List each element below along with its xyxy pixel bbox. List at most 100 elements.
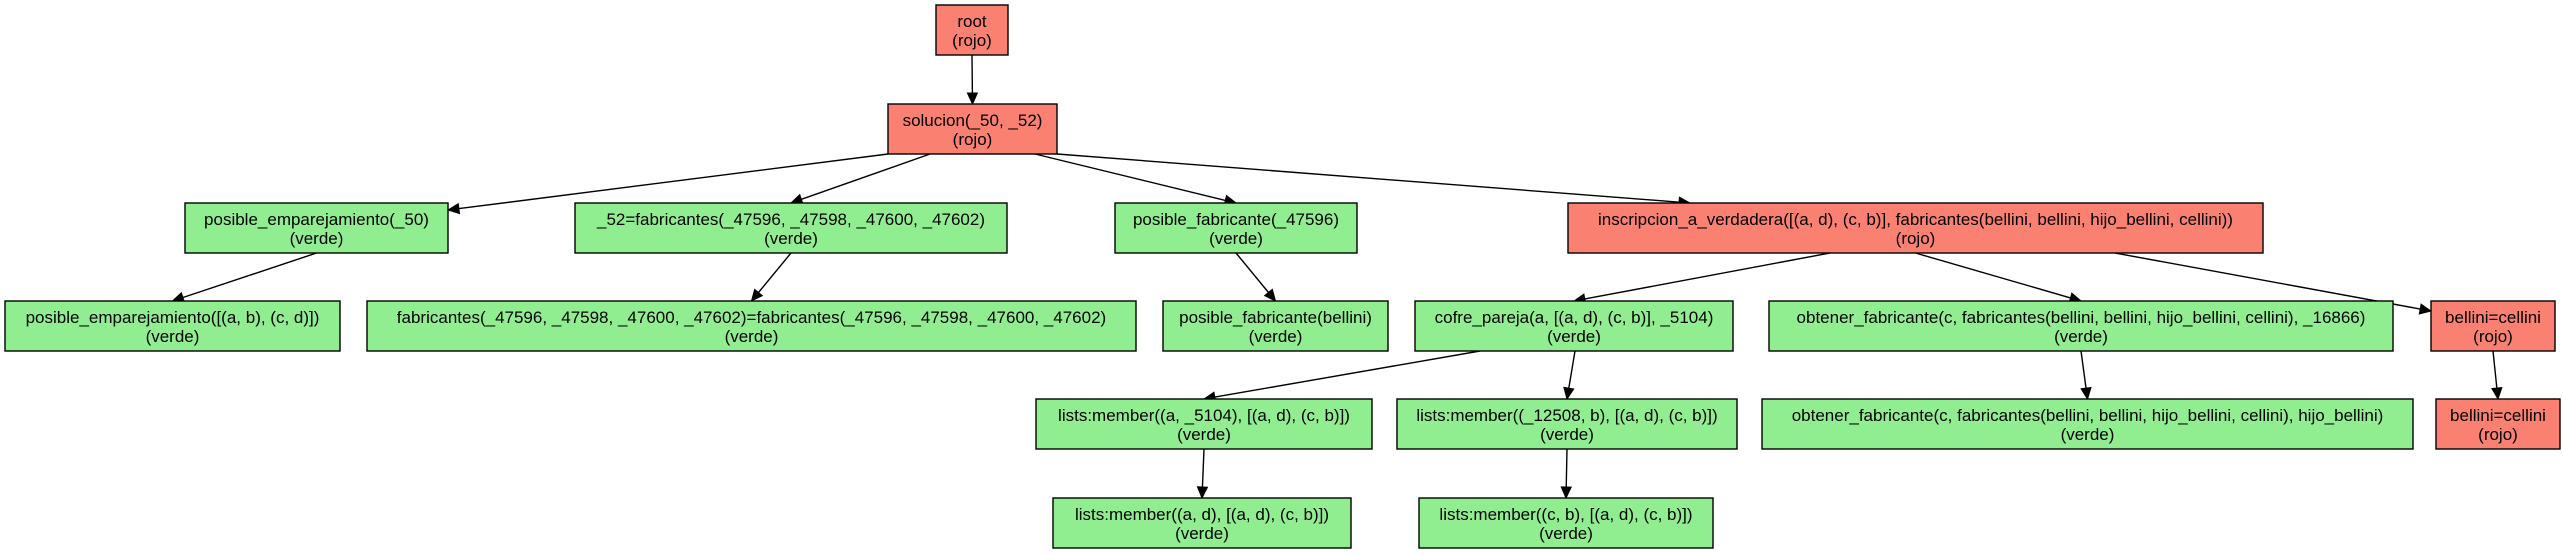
node-goal-label: bellini=cellini xyxy=(2450,406,2546,425)
node-box xyxy=(574,202,1008,254)
node-box xyxy=(1052,497,1352,549)
node-status-label: (rojo) xyxy=(1896,229,1936,248)
edge-bellini_eq_cellini_1-to-bellini_eq_cellini_2 xyxy=(2491,350,2503,401)
node-box xyxy=(1162,300,1389,352)
arrowhead-icon xyxy=(2080,386,2092,401)
node-goal-label: fabricantes(_47596, _47598, _47600, _476… xyxy=(397,308,1106,327)
node-status-label: (verde) xyxy=(2061,425,2115,444)
node-bellini_eq_cellini_1: bellini=cellini(rojo) xyxy=(2430,300,2556,352)
edge-cofre_pareja-to-member_b xyxy=(1563,350,1576,401)
node-member_ad: lists:member((a, d), [(a, d), (c, b)])(v… xyxy=(1052,497,1352,549)
edge-line xyxy=(1915,252,2071,299)
node-box xyxy=(1114,202,1358,254)
node-box xyxy=(2430,300,2556,352)
edge-line xyxy=(1565,448,1568,488)
node-box xyxy=(1768,300,2394,352)
node-goal-label: solucion(_50, _52) xyxy=(903,111,1043,130)
edge-line xyxy=(2080,350,2087,389)
edge-line xyxy=(1214,350,1481,398)
edge-line xyxy=(1568,350,1576,389)
node-member_a: lists:member((a, _5104), [(a, d), (c, b)… xyxy=(1035,398,1373,450)
node-goal-label: obtener_fabricante(c, fabricantes(bellin… xyxy=(1792,406,2384,425)
edge-root-to-solucion xyxy=(966,54,979,106)
node-goal-label: inscripcion_a_verdadera([(a, d), (c, b)]… xyxy=(1598,210,2233,229)
node-box xyxy=(184,202,449,254)
node-solucion: solucion(_50, _52)(rojo) xyxy=(887,103,1058,155)
edge-member_a-to-member_ad xyxy=(1196,448,1209,500)
node-posible_fabricante: posible_fabricante(_47596)(verde) xyxy=(1114,202,1358,254)
arrowhead-icon xyxy=(1563,386,1575,401)
node-obtener_fabricante: obtener_fabricante(c, fabricantes(bellin… xyxy=(1768,300,2394,352)
edge-inscripcion-to-cofre_pareja xyxy=(1572,252,1831,305)
node-goal-label: posible_emparejamiento([(a, b), (c, d)]) xyxy=(26,308,320,327)
edge-line xyxy=(2114,252,2421,310)
edge-eq_fabricantes-to-fabricantes_unify xyxy=(750,252,792,302)
node-goal-label: lists:member((c, b), [(a, d), (c, b)]) xyxy=(1439,505,1692,524)
arrowhead-icon xyxy=(966,92,979,106)
edge-line xyxy=(1056,153,1680,203)
node-bellini_eq_cellini_2: bellini=cellini(rojo) xyxy=(2435,398,2561,450)
node-root: root(rojo) xyxy=(935,4,1009,56)
node-status-label: (verde) xyxy=(1540,425,1594,444)
node-status-label: (verde) xyxy=(1547,327,1601,346)
node-goal-label: _52=fabricantes(_47596, _47598, _47600, … xyxy=(596,210,985,229)
edge-posible_fabricante-to-posible_fabricante_bellini xyxy=(1235,252,1277,302)
arrowhead-icon xyxy=(446,202,461,215)
node-status-label: (verde) xyxy=(290,229,344,248)
node-status-label: (verde) xyxy=(2054,327,2108,346)
node-goal-label: cofre_pareja(a, [(a, d), (c, b)], _5104) xyxy=(1435,308,1714,327)
arrowhead-icon xyxy=(1196,486,1209,500)
node-status-label: (verde) xyxy=(1249,327,1303,346)
node-goal-label: obtener_fabricante(c, fabricantes(bellin… xyxy=(1797,308,2366,327)
edge-member_b-to-member_cb xyxy=(1560,448,1573,500)
node-status-label: (verde) xyxy=(725,327,779,346)
node-posible_emparejamiento_bound: posible_emparejamiento([(a, b), (c, d)])… xyxy=(4,300,341,352)
node-status-label: (rojo) xyxy=(952,31,992,50)
arrowhead-icon xyxy=(1560,486,1573,500)
node-box xyxy=(1418,497,1714,549)
edge-solucion-to-posible_fabricante xyxy=(1034,153,1238,206)
node-member_cb: lists:member((c, b), [(a, d), (c, b)])(v… xyxy=(1418,497,1714,549)
edge-inscripcion-to-bellini_eq_cellini_1 xyxy=(2114,252,2433,315)
node-goal-label: bellini=cellini xyxy=(2445,308,2541,327)
node-goal-label: posible_fabricante(_47596) xyxy=(1133,210,1339,229)
node-obtener_fabricante_bound: obtener_fabricante(c, fabricantes(bellin… xyxy=(1761,398,2414,450)
node-box xyxy=(2435,398,2561,450)
node-status-label: (verde) xyxy=(1175,524,1229,543)
node-cofre_pareja: cofre_pareja(a, [(a, d), (c, b)], _5104)… xyxy=(1414,300,1734,352)
edge-line xyxy=(801,153,931,201)
edge-line xyxy=(1034,153,1226,202)
node-box xyxy=(4,300,341,352)
node-inscripcion: inscripcion_a_verdadera([(a, d), (c, b)]… xyxy=(1567,202,2264,254)
arrowhead-icon xyxy=(2491,386,2503,401)
node-goal-label: root xyxy=(957,12,987,31)
edge-inscripcion-to-obtener_fabricante xyxy=(1915,252,2083,304)
node-box xyxy=(366,300,1137,352)
edge-posible_emparejamiento-to-posible_emparejamiento_bound xyxy=(171,252,317,303)
edge-cofre_pareja-to-member_a xyxy=(1202,350,1481,403)
node-box xyxy=(1761,398,2414,450)
edge-obtener_fabricante-to-obtener_fabricante_bound xyxy=(2080,350,2092,401)
node-goal-label: lists:member((_12508, b), [(a, d), (c, b… xyxy=(1416,406,1717,425)
edge-solucion-to-inscripcion xyxy=(1056,153,1692,208)
node-goal-label: posible_fabricante(bellini) xyxy=(1179,308,1372,327)
node-box xyxy=(1396,398,1738,450)
node-box xyxy=(1035,398,1373,450)
node-goal-label: lists:member((a, _5104), [(a, d), (c, b)… xyxy=(1058,406,1350,425)
node-posible_emparejamiento: posible_emparejamiento(_50)(verde) xyxy=(184,202,449,254)
nodes-layer: root(rojo)solucion(_50, _52)(rojo)posibl… xyxy=(4,4,2561,549)
node-status-label: (verde) xyxy=(1209,229,1263,248)
edge-line xyxy=(182,252,317,299)
node-status-label: (rojo) xyxy=(953,130,993,149)
arrowhead-icon xyxy=(750,288,764,302)
node-status-label: (rojo) xyxy=(2478,425,2518,444)
node-goal-label: lists:member((a, d), [(a, d), (c, b)]) xyxy=(1075,505,1329,524)
edge-line xyxy=(1584,252,1831,300)
arrowhead-icon xyxy=(2418,303,2433,315)
edge-line xyxy=(2492,350,2498,389)
node-posible_fabricante_bellini: posible_fabricante(bellini)(verde) xyxy=(1162,300,1389,352)
edge-line xyxy=(1201,448,1205,488)
edge-solucion-to-eq_fabricantes xyxy=(789,153,931,205)
arrowhead-icon xyxy=(1263,288,1277,302)
